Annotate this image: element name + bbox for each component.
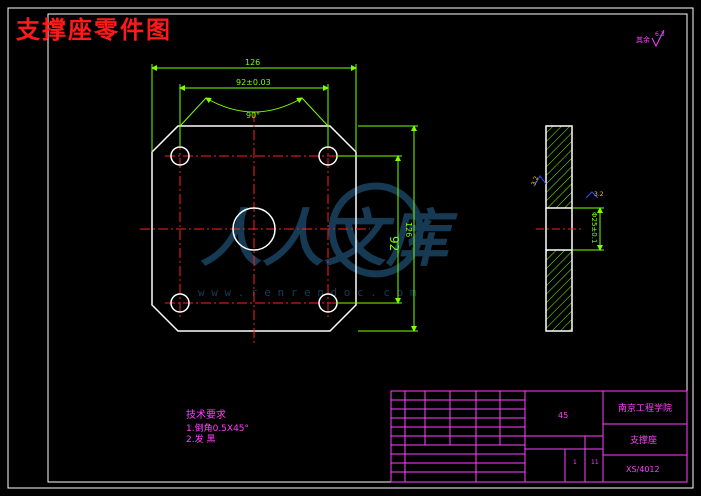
dim-hole-spacing-vertical: 92 [387, 236, 401, 251]
bolt-hole-bottom-left [170, 293, 190, 313]
tech-requirements-heading: 技术要求 [186, 410, 226, 421]
title-block-scale: 1 [573, 459, 577, 466]
dim-overall-height: 126 [404, 222, 413, 237]
title-block-drawing-no: XS/4012 [626, 465, 660, 474]
title-block-part-name: 支撑座 [630, 434, 657, 446]
tech-requirement-line: 1.倒角0.5X45° [186, 424, 250, 434]
dim-side-thickness: Φ25±0.1 [590, 212, 598, 243]
roughness-symbol [651, 29, 665, 48]
centerlines [140, 112, 370, 345]
plate-outline [151, 125, 357, 332]
watermark-logo-text: 人人文库 [200, 202, 458, 275]
side-roughness-left: 3.2 [530, 175, 540, 187]
dimension-lines [151, 64, 418, 332]
roughness-value: 6.3 [655, 31, 665, 38]
watermark-url: w w w . r e n r e n d o c . c o m [198, 286, 417, 299]
title-block [390, 390, 688, 483]
dim-angle: 90° [246, 111, 260, 120]
roughness-label: 其余 [636, 35, 650, 44]
inner-frame [47, 13, 688, 483]
side-roughness-right: 3.2 [594, 191, 604, 198]
title-block-sheets: 11 [591, 459, 599, 466]
title-block-material: 45 [558, 411, 568, 420]
title-block-school: 南京工程学院 [618, 402, 672, 414]
tech-requirements: 技术要求 1.倒角0.5X45° 2.发 黑 [186, 410, 249, 446]
tech-requirement-line: 2.发 黑 [186, 435, 216, 445]
outer-frame [7, 7, 694, 489]
center-bore [232, 207, 276, 251]
page-title: 支撑座零件图 [16, 16, 172, 44]
side-view [533, 125, 604, 332]
dim-overall-width: 126 [245, 58, 260, 67]
dim-hole-spacing: 92±0.03 [236, 78, 271, 87]
